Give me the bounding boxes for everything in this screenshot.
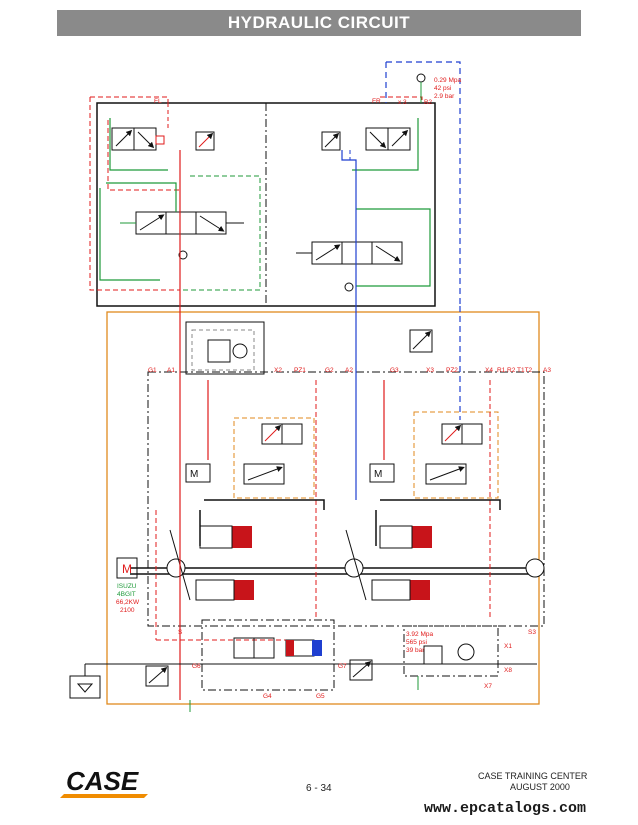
label-engine-rpm: 2100	[120, 607, 135, 614]
label-g6: G6	[192, 663, 201, 670]
label-s3: S3	[528, 629, 536, 636]
label-a3: A3	[543, 367, 551, 374]
label-s-left: S	[178, 629, 183, 636]
svg-text:M: M	[190, 469, 198, 480]
training-center-name: CASE TRAINING CENTER	[478, 771, 588, 781]
label-engine-power: 66,2KW	[116, 599, 140, 606]
label-g4: G4	[263, 693, 272, 700]
label-fr: FR	[372, 98, 381, 105]
label-engine-model: 4BGIT	[117, 591, 136, 598]
label-a2: A2	[345, 367, 353, 374]
label-gauge-top-psi: 42 psi	[434, 85, 451, 92]
label-gauge-top-mpa: 0.29 Mpa	[434, 77, 461, 84]
label-x8: X8	[504, 667, 512, 674]
label-r1: R1	[497, 367, 506, 374]
label-gauge-top-bar: 2.9 bar	[434, 93, 455, 100]
label-gauge-bottom-mpa: 3.92 Mpa	[406, 631, 433, 638]
label-t1t2: T1T2	[517, 367, 533, 374]
label-g3: G3	[390, 367, 399, 374]
page-title: HYDRAULIC CIRCUIT	[57, 10, 581, 36]
label-gauge-bottom-psi: 565 psi	[406, 639, 427, 646]
website-watermark: www.epcatalogs.com	[424, 800, 587, 817]
label-x3: X3	[426, 367, 434, 374]
label-b2: B2	[424, 99, 432, 106]
label-g7: G7	[338, 663, 347, 670]
label-gauge-bottom-bar: 39 bar	[406, 647, 425, 654]
label-x7: X7	[484, 683, 492, 690]
label-x4: X4	[485, 367, 493, 374]
label-g5: G5	[316, 693, 325, 700]
label-engine-make: ISUZU	[117, 583, 137, 590]
label-pz2: PZ2	[446, 367, 458, 374]
page-number: 6 - 34	[306, 783, 332, 794]
label-fr-x3: x 3	[398, 99, 407, 106]
footer-date: AUGUST 2000	[510, 782, 570, 792]
label-a1: A1	[167, 367, 175, 374]
svg-text:CASE: CASE	[66, 766, 139, 796]
label-motor: M	[122, 562, 132, 576]
lower-pump-block: M M	[69, 306, 545, 712]
label-pz1: PZ1	[294, 367, 306, 374]
label-g1: G1	[148, 367, 157, 374]
footer-credit: CASE TRAINING CENTER AUGUST 2000	[478, 771, 587, 793]
label-g2: G2	[325, 367, 334, 374]
label-r2: R2	[507, 367, 516, 374]
svg-text:M: M	[374, 469, 382, 480]
label-x1: X1	[504, 643, 512, 650]
label-x2: X2	[274, 367, 282, 374]
label-fl: FL	[154, 98, 162, 105]
case-logo: CASE	[60, 766, 148, 798]
upper-valve-block	[89, 61, 461, 307]
